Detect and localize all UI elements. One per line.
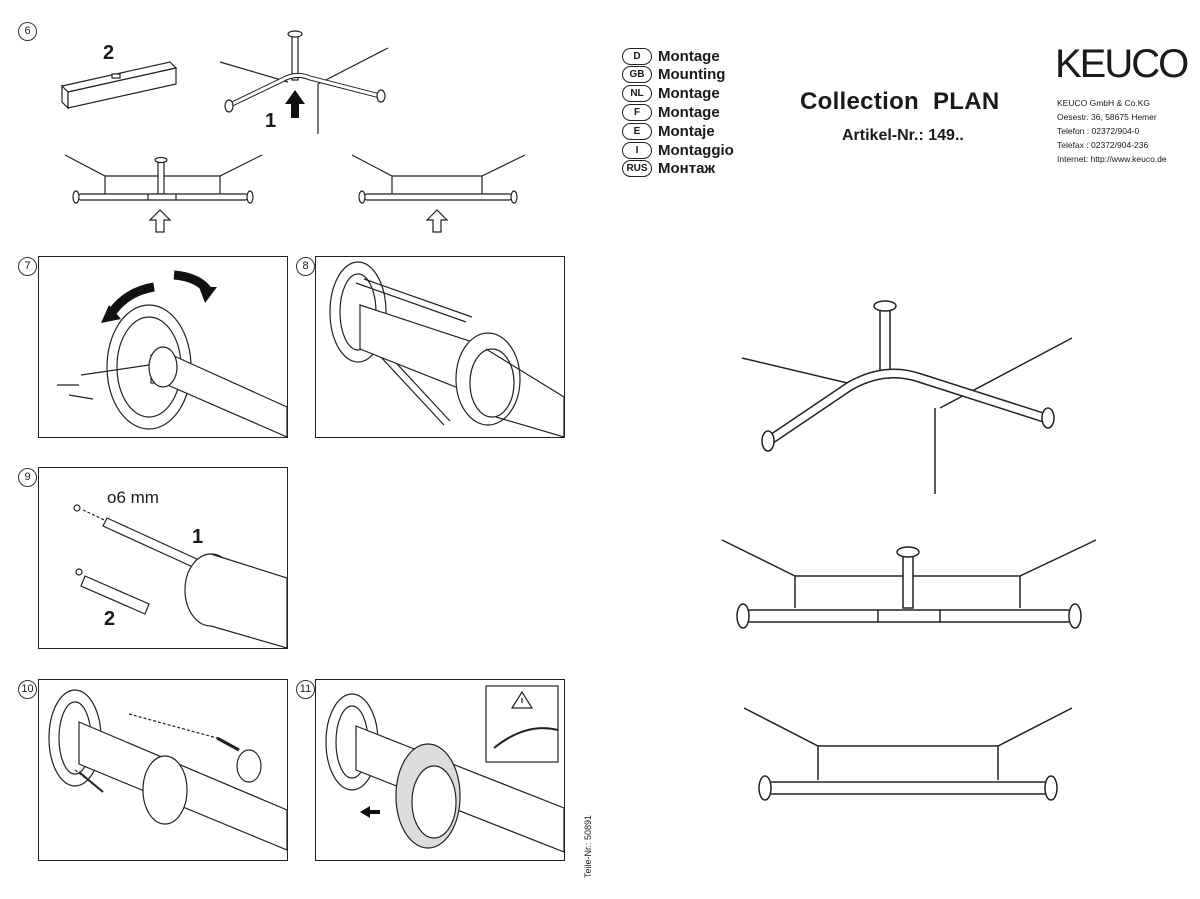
language-code: I xyxy=(622,141,652,159)
language-item: RUS Монтаж xyxy=(622,159,715,177)
language-item: NL Montage xyxy=(622,84,720,102)
step-9-label-2: 2 xyxy=(104,608,116,630)
step-7-number: 7 xyxy=(18,257,37,276)
language-label: Montaje xyxy=(658,122,715,140)
language-item: D Montage xyxy=(622,47,720,65)
step-8-number: 8 xyxy=(296,257,315,276)
step-9-number: 9 xyxy=(18,468,37,487)
step-7-panel xyxy=(38,256,288,438)
language-code: GB xyxy=(622,65,652,83)
language-code: NL xyxy=(622,84,652,102)
step-8-panel xyxy=(315,256,565,438)
language-item: F Montage xyxy=(622,103,720,121)
language-label: Montaggio xyxy=(658,141,734,159)
step-10-number: 10 xyxy=(18,680,37,699)
language-label: Montage xyxy=(658,84,720,102)
step-6-label-1: 1 xyxy=(265,110,277,132)
arrow-up-icon xyxy=(285,90,305,118)
step-11-panel xyxy=(315,679,565,861)
language-item: E Montaje xyxy=(622,122,715,140)
company-line: Internet: http://www.keuco.de xyxy=(1057,154,1167,164)
language-label: Mounting xyxy=(658,65,726,83)
language-code: RUS xyxy=(622,159,652,177)
step-10-panel xyxy=(38,679,288,861)
article-number: Artikel-Nr.: 149.. xyxy=(842,127,964,144)
company-line: Oesestr. 36, 58675 Hemer xyxy=(1057,112,1157,122)
collection-title: Collection PLAN xyxy=(800,88,1000,115)
keuco-logo: KEUCO xyxy=(1055,42,1189,86)
spirit-level-icon xyxy=(60,61,178,110)
drill-size-label: o6 mm xyxy=(107,488,159,507)
step-9-label-1: 1 xyxy=(192,526,204,548)
step-6-label-2: 2 xyxy=(103,42,115,64)
company-line: Telefax : 02372/904-236 xyxy=(1057,140,1149,150)
step-6-number: 6 xyxy=(18,22,37,41)
language-code: F xyxy=(622,103,652,121)
step-11-number: 11 xyxy=(296,680,315,699)
language-label: Montage xyxy=(658,47,720,65)
part-number: Teile-Nr.: 50891 xyxy=(583,814,593,878)
language-code: D xyxy=(622,47,652,65)
language-label: Монтаж xyxy=(658,159,716,177)
language-label: Montage xyxy=(658,103,720,121)
arrow-left-icon xyxy=(360,806,380,818)
language-code: E xyxy=(622,122,652,140)
language-item: I Montaggio xyxy=(622,141,734,159)
step-9-panel: o6 mm 1 2 xyxy=(38,467,288,649)
step-6-illustration xyxy=(60,30,526,233)
language-item: GB Mounting xyxy=(622,65,725,83)
company-line: Telefon : 02372/904-0 xyxy=(1057,126,1140,136)
company-line: KEUCO GmbH & Co.KG xyxy=(1057,98,1151,108)
